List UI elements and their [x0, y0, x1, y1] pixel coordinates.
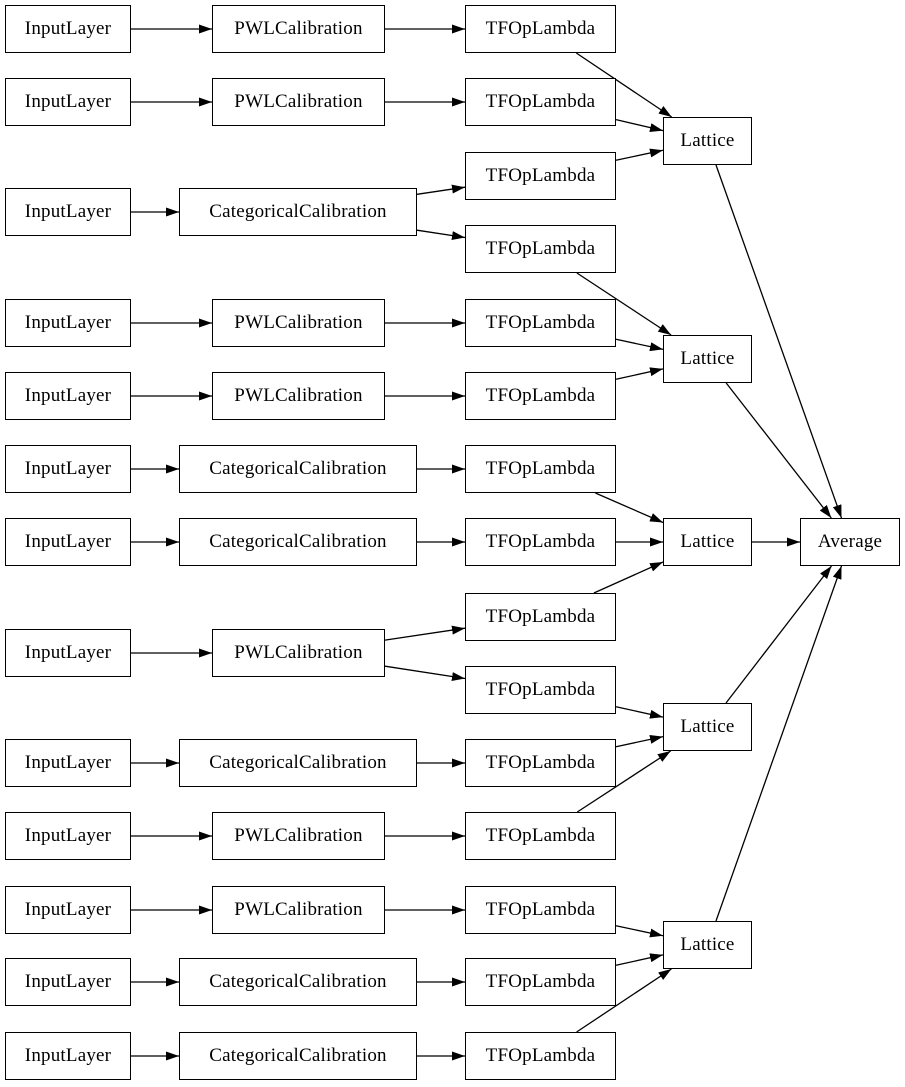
edge-lambda11-to-lattice4: [615, 734, 664, 748]
node-calib4: PWLCalibration: [212, 299, 385, 347]
node-input10: InputLayer: [5, 812, 131, 860]
node-lambda15: TFOpLambda: [465, 1032, 616, 1080]
node-lambda7: TFOpLambda: [465, 445, 616, 493]
node-lambda1: TFOpLambda: [465, 5, 616, 53]
edge-lattice2-to-average: [725, 382, 832, 519]
edge-lambda6-to-lattice2: [615, 367, 664, 380]
edge-lambda14-to-lattice5: [615, 953, 664, 966]
edge-calib3-to-lambda3: [416, 184, 466, 195]
node-lambda3: TFOpLambda: [465, 152, 616, 200]
node-input1: InputLayer: [5, 5, 131, 53]
node-calib13: CategoricalCalibration: [179, 1032, 417, 1080]
edge-calib8-to-lambda9: [384, 625, 466, 641]
node-calib11: PWLCalibration: [212, 886, 385, 934]
node-lambda12: TFOpLambda: [465, 812, 616, 860]
node-lambda13: TFOpLambda: [465, 886, 616, 934]
node-calib5: PWLCalibration: [212, 372, 385, 420]
node-calib9: CategoricalCalibration: [179, 739, 417, 787]
node-lattice1: Lattice: [663, 117, 752, 165]
node-calib12: CategoricalCalibration: [179, 958, 417, 1006]
edge-lambda13-to-lattice5: [615, 925, 664, 938]
node-lambda14: TFOpLambda: [465, 958, 616, 1006]
node-calib10: PWLCalibration: [212, 812, 385, 860]
node-input4: InputLayer: [5, 299, 131, 347]
node-calib1: PWLCalibration: [212, 5, 385, 53]
edge-lattice4-to-average: [725, 565, 833, 704]
node-lattice3: Lattice: [663, 518, 752, 566]
node-lambda11: TFOpLambda: [465, 739, 616, 787]
node-lattice5: Lattice: [663, 921, 752, 969]
node-calib3: CategoricalCalibration: [179, 188, 417, 236]
node-lattice4: Lattice: [663, 703, 752, 751]
edge-lambda5-to-lattice2: [615, 338, 664, 352]
edge-calib8-to-lambda10: [384, 665, 466, 681]
node-input5: InputLayer: [5, 372, 131, 420]
node-calib8: PWLCalibration: [212, 629, 385, 677]
node-average: Average: [800, 518, 900, 566]
node-calib6: CategoricalCalibration: [179, 445, 417, 493]
node-lambda10: TFOpLambda: [465, 666, 616, 714]
edge-lambda10-to-lattice4: [615, 706, 664, 719]
node-input7: InputLayer: [5, 518, 131, 566]
node-input6: InputLayer: [5, 445, 131, 493]
node-lambda5: TFOpLambda: [465, 299, 616, 347]
edge-calib3-to-lambda4: [416, 229, 466, 240]
node-lambda9: TFOpLambda: [465, 593, 616, 641]
node-input9: InputLayer: [5, 739, 131, 787]
node-calib2: PWLCalibration: [212, 78, 385, 126]
node-input8: InputLayer: [5, 629, 131, 677]
edge-lambda2-to-lattice1: [615, 118, 664, 133]
node-input2: InputLayer: [5, 78, 131, 126]
node-calib7: CategoricalCalibration: [179, 518, 417, 566]
edge-lambda3-to-lattice1: [615, 148, 664, 161]
node-input11: InputLayer: [5, 886, 131, 934]
edge-lambda9-to-lattice3: [593, 561, 664, 594]
node-input13: InputLayer: [5, 1032, 131, 1080]
node-input12: InputLayer: [5, 958, 131, 1006]
node-lambda8: TFOpLambda: [465, 518, 616, 566]
node-lattice2: Lattice: [663, 335, 752, 383]
node-input3: InputLayer: [5, 188, 131, 236]
node-lambda4: TFOpLambda: [465, 225, 616, 273]
node-lambda6: TFOpLambda: [465, 372, 616, 420]
node-lambda2: TFOpLambda: [465, 78, 616, 126]
